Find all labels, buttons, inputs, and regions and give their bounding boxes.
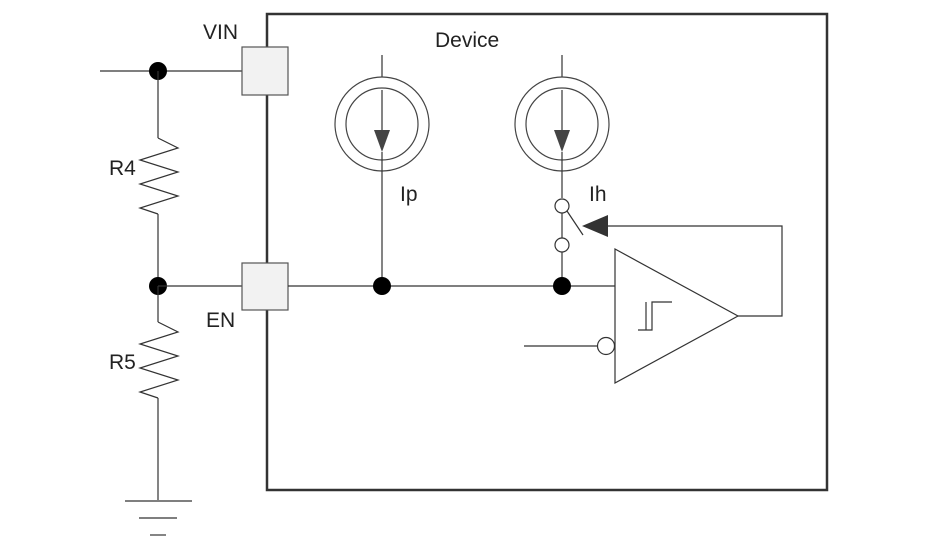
ip-current-source: [334, 55, 430, 286]
vin-pad: [241, 46, 289, 96]
r5-label: R5: [109, 351, 136, 374]
ih-node: [553, 277, 571, 295]
r5-resistor: [138, 321, 180, 399]
ih-label: Ih: [589, 183, 607, 206]
ih-current-source: [514, 55, 610, 198]
r4-label: R4: [109, 157, 136, 180]
en-label: EN: [206, 309, 236, 332]
ip-node: [373, 277, 391, 295]
ip-label: Ip: [400, 183, 418, 206]
r4-resistor: [138, 137, 180, 215]
feedback-wire: [608, 225, 783, 317]
vin-label: VIN: [203, 21, 239, 44]
device-label: Device: [435, 29, 500, 52]
device-box: [265, 12, 829, 492]
hysteresis-switch: [554, 198, 608, 286]
en-pad: [241, 262, 289, 311]
comparator: [614, 247, 740, 385]
ground-symbol: [125, 500, 192, 536]
reference-input: [524, 336, 616, 356]
